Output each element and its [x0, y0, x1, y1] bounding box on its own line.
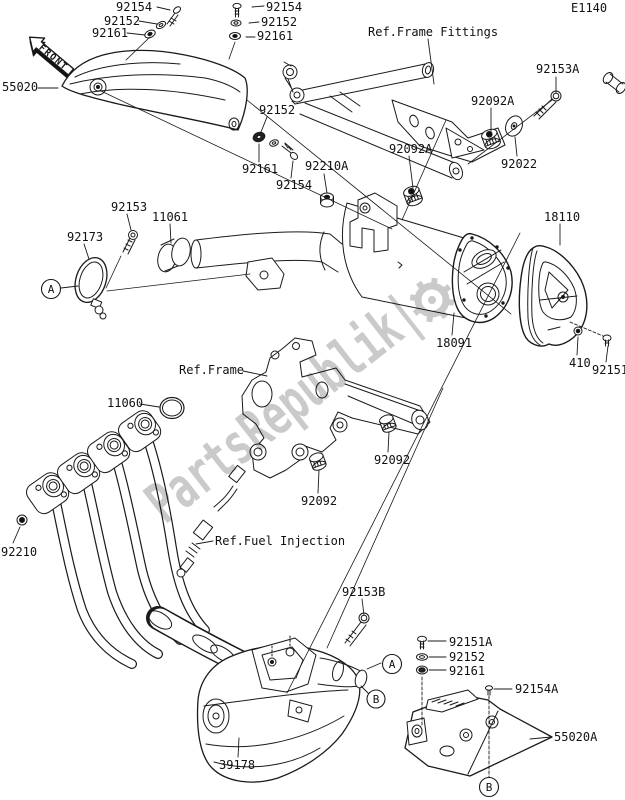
callout-92092-2: 92092: [301, 494, 338, 508]
callout-92151: 92151: [592, 363, 625, 377]
callout-92154-3: 92154: [276, 178, 313, 192]
page-code: E1140: [571, 1, 608, 15]
callout-92022: 92022: [501, 157, 538, 171]
oxygen-sensor: [176, 464, 246, 578]
callout-39178: 39178: [219, 758, 256, 772]
callout-92152-2: 92152: [261, 15, 298, 29]
nut-92092A-lower: [403, 185, 423, 207]
callout-11061: 11061: [152, 210, 189, 224]
washer-92022: [505, 115, 523, 137]
callout-92173: 92173: [67, 230, 104, 244]
callout-92154-2: 92154: [266, 0, 303, 14]
callout-92152-4: 92152: [449, 650, 486, 664]
muffler-cover-18110: [518, 244, 588, 347]
leader-lines: [12, 5, 609, 778]
callout-92161-1: 92161: [92, 26, 129, 40]
callout-92092A-2: 92092A: [389, 142, 433, 156]
marker-a-top: A: [48, 283, 55, 296]
callout-92210A: 92210A: [305, 159, 349, 173]
clamp-92173: [74, 256, 108, 320]
cover-fasteners-top-right: [229, 2, 242, 40]
callout-92153B: 92153B: [342, 585, 386, 599]
callout-92153A: 92153A: [536, 62, 580, 76]
ref-frame-bracket: [241, 337, 431, 479]
marker-b-mid: B: [373, 693, 380, 706]
callout-92153: 92153: [111, 200, 148, 214]
marker-b-bottom: B: [486, 781, 493, 794]
bolt-92151: [602, 334, 612, 347]
leader-lines-long: [100, 36, 553, 694]
connecting-pipe: [190, 231, 343, 291]
cover-fasteners-top-left: [144, 6, 182, 39]
callout-11060: 11060: [107, 396, 144, 410]
muffler-cover-55020: [61, 49, 248, 131]
callout-92152-1: 92152: [104, 14, 141, 28]
ref-frame-fittings-part: [282, 61, 625, 181]
callout-410: 410: [569, 356, 591, 370]
callout-18091: 18091: [436, 336, 473, 350]
callout-92154A: 92154A: [515, 682, 559, 696]
heat-guard-55020A: [404, 689, 553, 777]
view-markers: A A B B: [40, 278, 500, 798]
cover-fasteners-mid: [252, 131, 299, 160]
bolt-92153B: [344, 612, 370, 647]
watermark-gear-icon: [409, 277, 455, 323]
ref-frame-label: Ref.Frame: [179, 363, 245, 377]
callout-55020A: 55020A: [554, 730, 598, 744]
bolt-92153A: [533, 90, 562, 120]
callout-92152-3: 92152: [259, 103, 296, 117]
callout-18110: 18110: [544, 210, 581, 224]
nut-92092-left: [309, 452, 327, 471]
gasket-11061: [157, 237, 191, 273]
exhaust-flanges: [26, 410, 162, 515]
callout-92161-2: 92161: [257, 29, 294, 43]
ref-frame-fittings-label: Ref.Frame Fittings: [368, 25, 499, 39]
nut-92092A-upper: [481, 128, 501, 150]
front-arrow-label: FRONT: [37, 43, 70, 73]
callout-92210: 92210: [1, 545, 38, 559]
marker-a-bottom: A: [389, 658, 396, 671]
callout-55020: 55020: [2, 80, 39, 94]
oring-11060: [159, 396, 185, 420]
fasteners-bottom-right: [416, 635, 493, 696]
callout-92154-1: 92154: [116, 0, 153, 14]
ref-fuel-injection-label: Ref.Fuel Injection: [215, 534, 346, 548]
callout-92092A-1: 92092A: [471, 94, 515, 108]
bolt-92153: [122, 230, 138, 255]
callout-92092-1: 92092: [374, 453, 411, 467]
callout-92161-3: 92161: [242, 162, 279, 176]
callout-92151A: 92151A: [449, 635, 493, 649]
callout-92161-4: 92161: [449, 664, 486, 678]
nut-92092-right: [379, 414, 397, 433]
nut-92210: [16, 514, 28, 526]
washer-410: [573, 326, 583, 336]
